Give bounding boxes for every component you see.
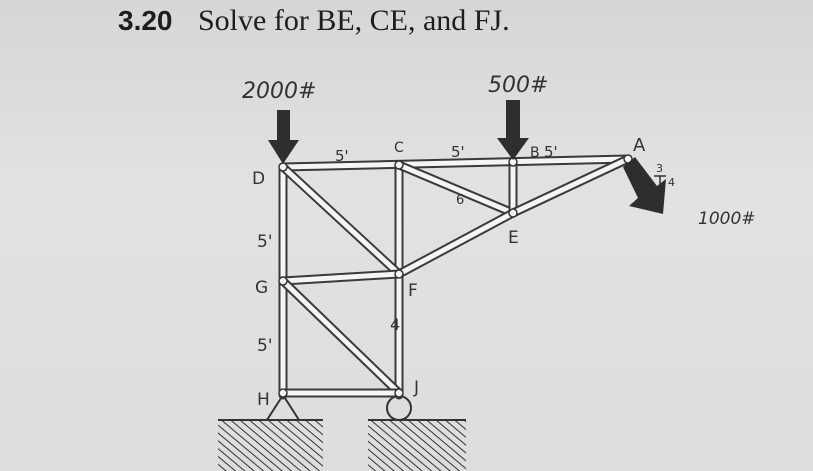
dim-label-gh: 5' — [257, 336, 273, 356]
joint-c — [394, 160, 404, 170]
truss-joints — [278, 154, 633, 398]
roller-support-j — [386, 395, 412, 421]
dim-label-dc: 5' — [335, 147, 349, 165]
joint-f — [394, 269, 404, 279]
node-label-g: G — [255, 278, 268, 298]
joint-e — [508, 208, 518, 218]
member-ea — [508, 154, 633, 218]
joint-h — [278, 388, 288, 398]
load-label-b: 500# — [488, 73, 548, 98]
member-gj — [278, 276, 404, 398]
load-label-a: 1000# — [698, 209, 756, 229]
node-label-e: E — [508, 228, 519, 248]
node-label-d: D — [252, 169, 265, 189]
dim-label-ba: 5' — [544, 143, 558, 161]
problem-heading: 3.20 Solve for BE, CE, and FJ. — [118, 4, 510, 38]
joint-g — [278, 276, 288, 286]
slope-triangle: 3 4 — [654, 162, 675, 189]
load-label-d: 2000# — [242, 79, 316, 104]
dim-label-cb: 5' — [451, 143, 465, 161]
ground-hatch-left — [218, 420, 323, 471]
node-label-j: J — [413, 378, 419, 398]
node-label-c: C — [394, 140, 404, 156]
member-ce — [394, 160, 518, 218]
load-arrow-a — [623, 157, 666, 214]
dim-label-dg: 5' — [257, 232, 273, 252]
member-df — [278, 162, 404, 279]
member-fe — [394, 208, 518, 279]
pin-support-h — [265, 393, 301, 421]
member-gf — [278, 269, 404, 286]
problem-statement: Solve for BE, CE, and FJ. — [198, 4, 510, 37]
joint-d — [278, 162, 288, 172]
slope-label-3: 3 — [656, 162, 663, 175]
node-label-b: B — [530, 145, 540, 161]
slope-label-4: 4 — [668, 176, 675, 189]
node-label-f: F — [408, 281, 418, 301]
mark-fj: 4 — [390, 315, 400, 334]
problem-number: 3.20 — [118, 5, 173, 36]
mark-ce: 6 — [456, 193, 464, 208]
load-arrow-b — [497, 100, 529, 160]
ground-hatch-right — [368, 420, 466, 471]
member-da — [278, 154, 633, 172]
load-arrow-d — [268, 110, 299, 164]
joint-j — [394, 388, 404, 398]
node-label-a: A — [633, 135, 646, 156]
node-label-h: H — [257, 390, 270, 410]
